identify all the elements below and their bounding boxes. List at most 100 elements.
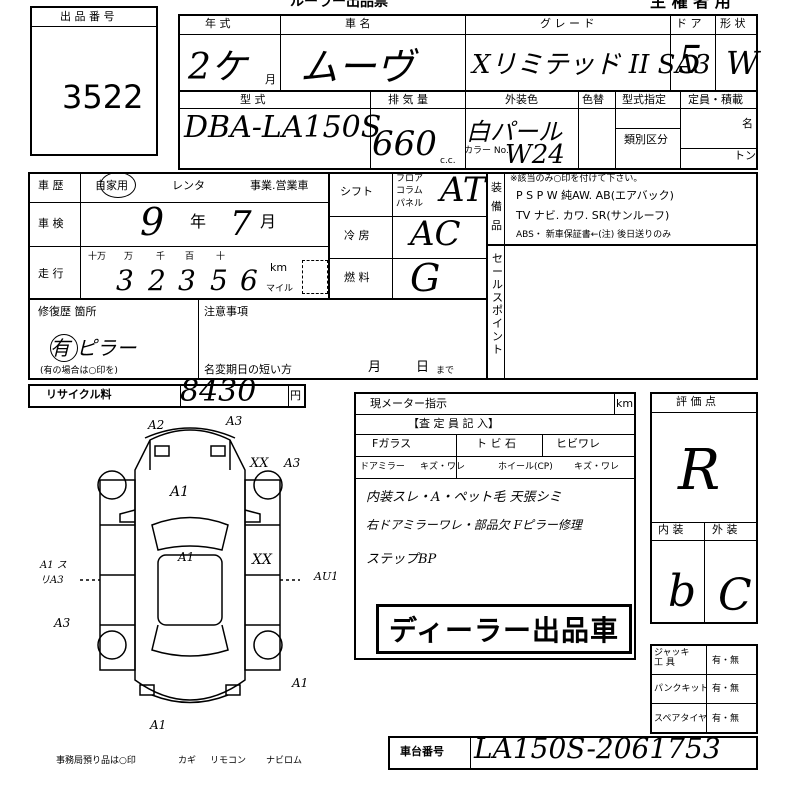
wheel-label: ホイール(CP)	[498, 462, 553, 472]
evaluation-label: 評 価 点	[676, 395, 716, 408]
damage-mark-right-door: XX	[252, 552, 272, 568]
damage-mark-right-rear: AU1	[314, 570, 339, 583]
ac-label: 冷 房	[344, 229, 370, 242]
mileage-unit-100: 百	[185, 252, 195, 262]
history-option-business: 事業.営業車	[250, 179, 309, 192]
car-damage-diagram	[80, 427, 300, 704]
mileage-km: km	[270, 261, 288, 274]
damage-mark-right-front: XX	[250, 456, 269, 471]
wheel-options: キズ・ワレ	[574, 462, 620, 472]
history-label: 車 歴	[38, 179, 64, 192]
mileage-mile-checkbox	[302, 260, 328, 294]
car-name-value: ムーヴ	[300, 45, 415, 89]
mileage-mile: マイル	[266, 284, 294, 294]
mirror-options: キズ・ワレ	[420, 462, 466, 472]
mileage-label: 走 行	[38, 267, 64, 280]
name-change-until: まで	[436, 366, 455, 376]
mileage-digit-3: 3	[178, 264, 196, 297]
equipment-line-1: P S P W 純AW. AB(エアバック)	[516, 189, 674, 202]
name-label: 車 名	[345, 17, 371, 30]
chassis-label: 車台番号	[400, 745, 444, 758]
chassis-table	[388, 736, 758, 770]
recycle-value: 8430	[180, 374, 257, 409]
type-spec-label: 型式指定	[622, 93, 666, 106]
mileage-digit-4: 5	[210, 264, 228, 297]
caution-label: 注意事項	[204, 305, 248, 318]
dealer-stamp: ディーラー出品車	[376, 604, 633, 654]
lot-number-label: 出 品 番 号	[60, 10, 115, 23]
damage-mark-front-right: A3	[226, 414, 243, 428]
puncture-label: パンクキット	[654, 684, 709, 694]
year-label: 年 式	[205, 17, 231, 30]
inspection-month-unit: 月	[260, 212, 277, 231]
damage-mark-front: A2	[148, 418, 165, 432]
name-change-month: 月	[368, 360, 382, 375]
grade-label: グ レ ー ド	[540, 17, 595, 30]
history-option-rental: レンタ	[172, 179, 205, 192]
recycle-table	[28, 384, 306, 408]
meter-unit: km	[616, 397, 634, 410]
damage-mark-roof: A1	[178, 550, 195, 564]
shape-label: 形 状	[720, 17, 746, 30]
inspection-note-3: ステップBP	[366, 552, 437, 567]
inspection-year-value: 9	[140, 200, 165, 244]
footer-item-key: カギ	[178, 756, 197, 766]
meter-label: 現メーター指示	[370, 397, 447, 410]
mirror-label: ドアミラー	[360, 462, 405, 472]
equipment-label: 装 備 品	[491, 181, 502, 232]
year-unit: 月	[265, 73, 276, 86]
damage-mark-left-side: A1 スリA3	[40, 560, 67, 586]
inspection-year-unit: 年	[190, 212, 207, 231]
mileage-digit-5: 6	[240, 264, 258, 297]
mileage-unit-100k: 十万	[88, 252, 107, 262]
inspection-note-2: 右ドアミラーワレ・部品欠 Fピラー修理	[366, 518, 582, 532]
office-note: 事務局預り品は○印	[56, 756, 136, 766]
footer-item-navi: ナビロム	[266, 756, 303, 766]
row2-table	[178, 90, 758, 170]
color-value: 白パール	[466, 118, 562, 146]
glass-options: ト ビ 石	[476, 437, 516, 450]
class-label: 類別区分	[624, 133, 668, 146]
doors-label: ド ア	[676, 17, 702, 30]
repair-table	[28, 298, 488, 380]
capacity-person-unit: 名	[742, 117, 753, 130]
meter-box	[354, 392, 636, 660]
damage-mark-right-fender: A3	[284, 456, 301, 470]
inspector-label: 【査 定 員 記 入】	[408, 417, 499, 430]
doors-value: 5	[678, 38, 703, 82]
color-label: 外装色	[505, 93, 538, 106]
evaluation-score: R	[678, 438, 721, 503]
damage-mark-rear: A1	[150, 718, 167, 732]
interior-value: b	[668, 566, 697, 617]
shift-option-floor: フロア	[396, 174, 424, 184]
displacement-unit: c.c.	[440, 156, 456, 166]
displacement-label: 排 気 量	[388, 93, 428, 106]
spare-label: スペアタイヤ	[654, 714, 708, 724]
repair-label: 修復歴 箇所	[38, 305, 97, 318]
exterior-value: C	[718, 570, 752, 621]
jack-option: 有・無	[712, 656, 740, 666]
recycle-unit: 円	[290, 389, 301, 402]
fuel-label: 燃 料	[344, 271, 370, 284]
spare-option: 有・無	[712, 714, 740, 724]
damage-mark-left-rear: A3	[54, 616, 71, 630]
equipment-line-2: TV ナビ. カワ. SR(サンルーフ)	[516, 209, 670, 222]
evaluation-table	[650, 392, 758, 624]
shift-value: AT	[440, 170, 486, 210]
damage-mark-hood: A1	[170, 484, 190, 500]
mileage-unit-10k: 万	[124, 252, 134, 262]
sales-point-box	[486, 244, 758, 380]
puncture-option: 有・無	[712, 684, 740, 694]
history-private-circle	[100, 172, 136, 198]
name-change-label: 名変期日の短い方	[204, 363, 292, 376]
color-no-label: カラー No.	[464, 146, 509, 156]
glass-option-crack: ヒビワレ	[556, 437, 600, 450]
name-change-day: 日	[416, 360, 430, 375]
lot-number-box: 出 品 番 号 3522	[30, 6, 158, 156]
mileage-digit-2: 2	[148, 264, 166, 297]
fuel-value: G	[410, 256, 441, 300]
lot-number-value: 3522	[62, 78, 144, 116]
recycle-label: リサイクル料	[46, 388, 112, 401]
owner-label: 主 権 者 用	[650, 0, 731, 11]
shift-label: シフト	[340, 185, 373, 198]
